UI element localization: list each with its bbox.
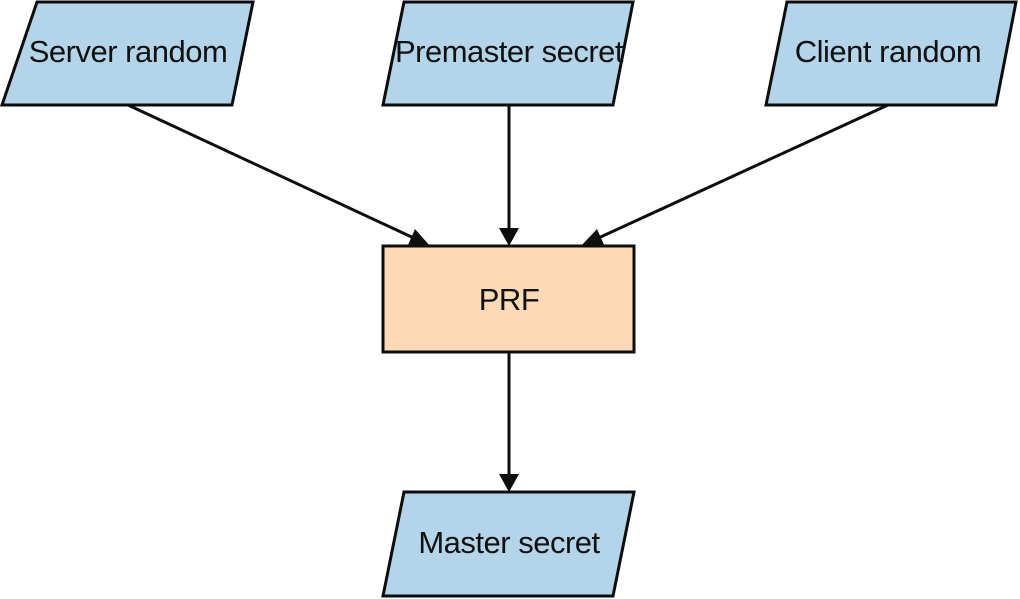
prf-shape [381,244,636,354]
arrowhead-premaster-secret [499,228,519,246]
premaster-secret-label: Premaster secret [395,34,624,69]
node-premaster-secret: Premaster secret [381,0,635,107]
edge-client-random-to-prf [593,103,889,242]
edge-server-random-to-prf [127,103,419,242]
edges [127,103,889,492]
arrowhead-master-secret [499,474,519,492]
master-secret-shape [381,490,636,598]
prf-label: PRF [479,282,540,317]
node-client-random: Client random [764,0,1018,107]
arrowhead-client-random [581,229,605,247]
server-random-label: Server random [29,34,228,69]
server-random-shape [0,0,255,107]
client-random-label: Client random [795,34,981,69]
node-prf: PRF [381,244,636,354]
master-secret-label: Master secret [418,525,600,560]
client-random-shape [764,0,1018,107]
premaster-secret-shape [381,0,635,107]
arrowhead-server-random [407,229,430,247]
node-server-random: Server random [0,0,255,107]
node-master-secret: Master secret [381,490,636,598]
